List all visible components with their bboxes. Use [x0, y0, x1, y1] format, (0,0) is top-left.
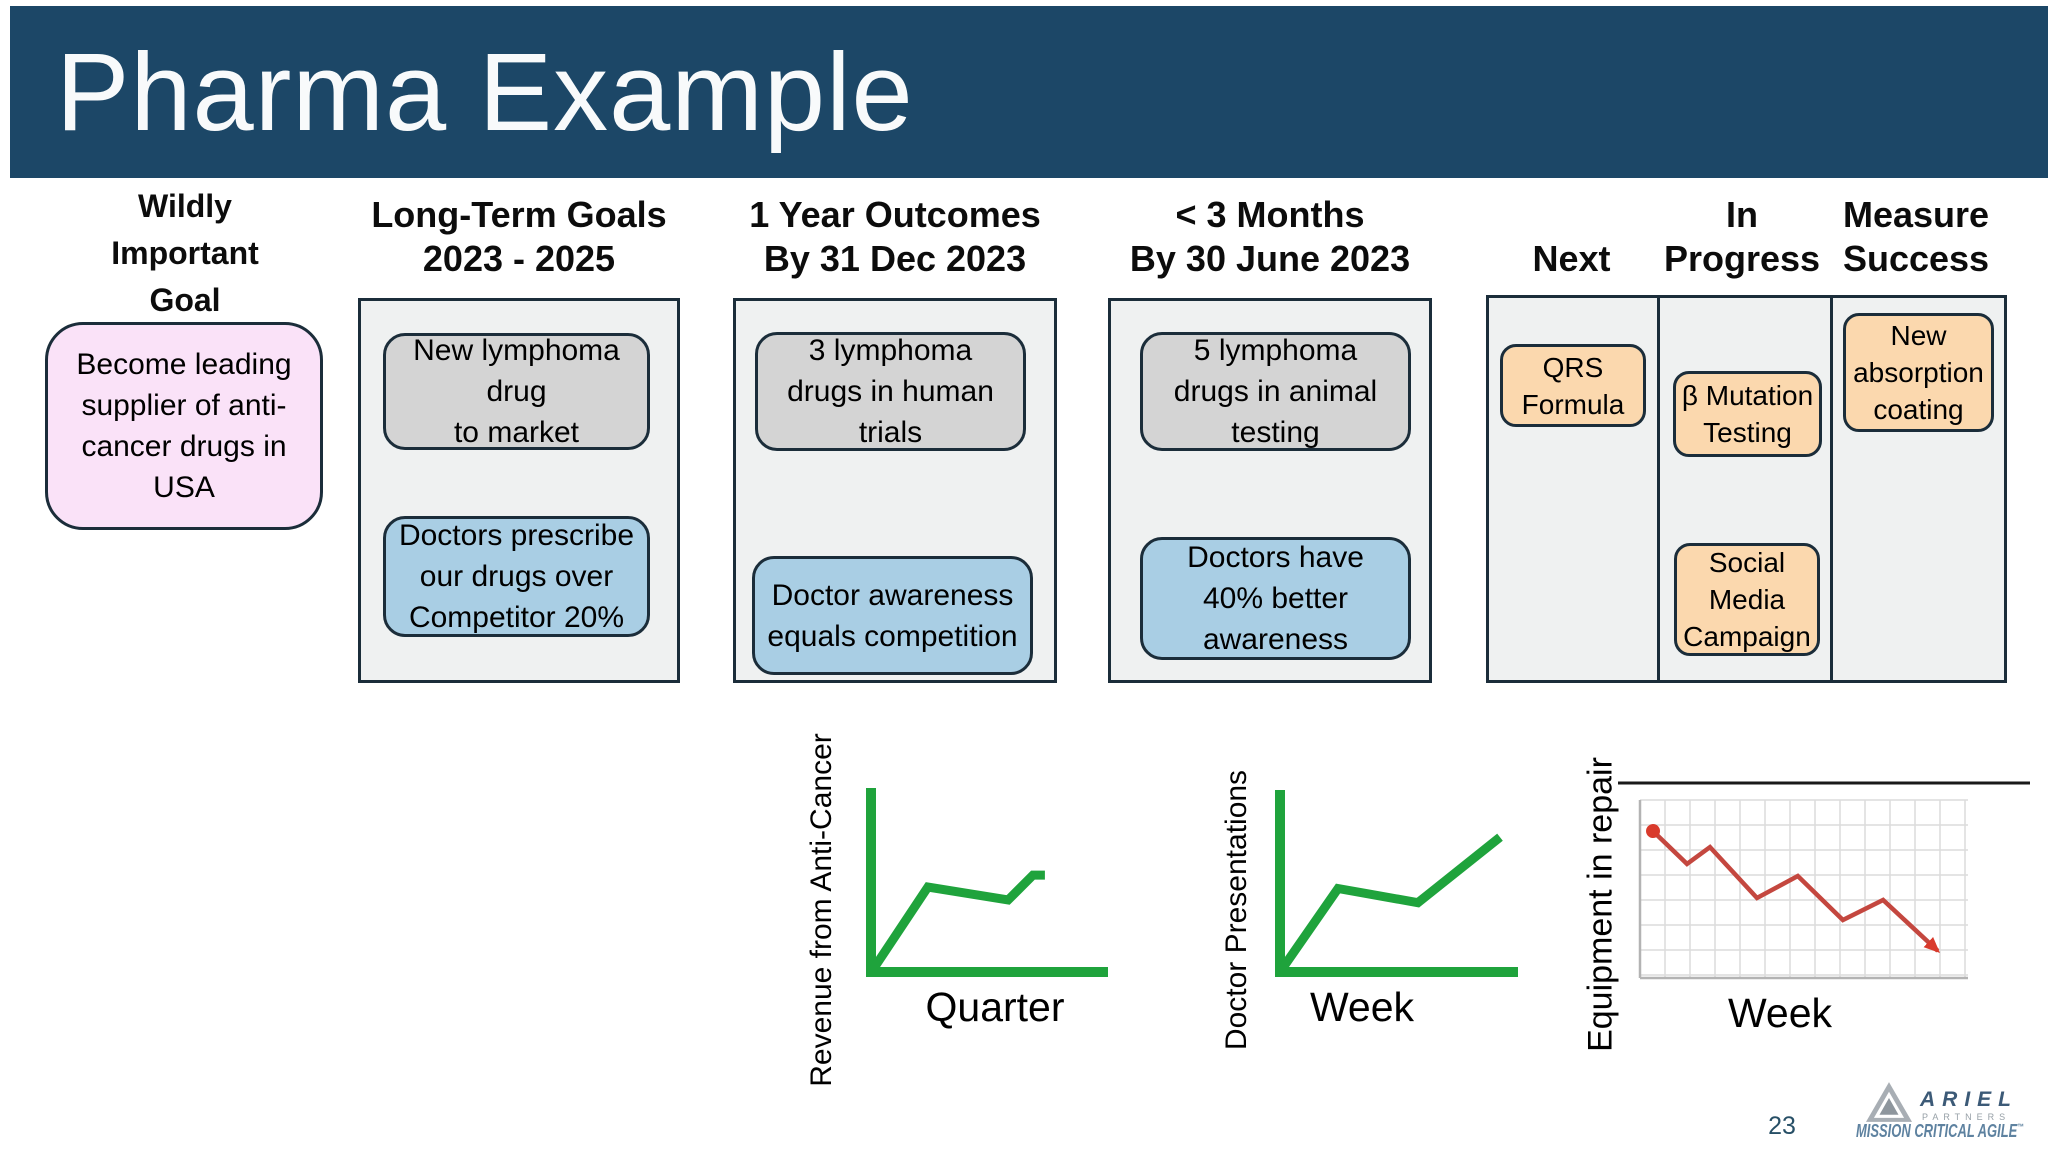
- in-progress-card-social-media: Social Media Campaign: [1674, 543, 1820, 656]
- page-number: 23: [1768, 1112, 1796, 1140]
- slide-header: Pharma Example: [10, 6, 2048, 178]
- in-progress-card-mutation-testing: β Mutation Testing: [1673, 371, 1822, 457]
- one-year-outcome-card-2: Doctor awareness equals competition: [752, 556, 1033, 675]
- logo-partners-text: PARTNERS: [1922, 1112, 2011, 1122]
- three-month-card-1: 5 lymphoma drugs in animal testing: [1140, 332, 1411, 451]
- data-line: [868, 870, 1045, 974]
- long-term-goal-card-2: Doctors prescribe our drugs over Competi…: [383, 516, 650, 637]
- column-heading-in-progress: In Progress: [1663, 194, 1821, 279]
- presentations-chart: [1275, 790, 1518, 977]
- logo-company-name: ARIEL: [1920, 1088, 2018, 1111]
- trademark-symbol: ™: [2017, 1122, 2024, 1132]
- three-month-card-2: Doctors have 40% better awareness: [1140, 537, 1411, 660]
- column-heading-1-year-outcomes: 1 Year Outcomes By 31 Dec 2023: [749, 194, 1041, 279]
- revenue-chart-y-label: Revenue from Anti-Cancer: [805, 733, 838, 1087]
- logo-triangle-icon: [1866, 1082, 1912, 1122]
- logo-tagline: MISSION CRITICAL AGILE™: [1856, 1121, 2024, 1141]
- grid-lines: [1639, 799, 1968, 978]
- data-line: [1651, 829, 1940, 953]
- column-heading-measure-success: Measure Success: [1842, 194, 1990, 279]
- data-line: [1276, 833, 1503, 975]
- revenue-chart-x-label: Quarter: [925, 984, 1065, 1030]
- slide-title: Pharma Example: [56, 30, 914, 154]
- presentations-chart-x-label: Week: [1309, 984, 1415, 1030]
- repairs-chart-x-label: Week: [1727, 990, 1833, 1036]
- repairs-chart-y-label: Equipment in repair: [1581, 757, 1620, 1052]
- column-heading-3-months: < 3 Months By 30 June 2023: [1129, 194, 1411, 279]
- one-year-outcome-card-1: 3 lymphoma drugs in human trials: [755, 332, 1026, 451]
- revenue-chart: [866, 788, 1108, 977]
- measure-success-card-coating: New absorption coating: [1843, 313, 1994, 432]
- long-term-goal-card-1: New lymphoma drug to market: [383, 333, 650, 450]
- start-dot: [1646, 824, 1661, 839]
- wildly-important-goal-card: Become leading supplier of anti- cancer …: [45, 322, 323, 530]
- column-heading-long-term-goals: Long-Term Goals 2023 - 2025: [371, 194, 667, 279]
- repairs-chart: [1618, 781, 2030, 980]
- column-heading-next: Next: [1532, 238, 1611, 279]
- ariel-partners-logo: ARIEL PARTNERS MISSION CRITICAL AGILE™: [1856, 1078, 2042, 1146]
- column-heading-wildly-important-goal: Wildly Important Goal: [111, 188, 259, 318]
- next-card-qrs-formula: QRS Formula: [1500, 344, 1646, 427]
- presentations-chart-y-label: Doctor Presentations: [1220, 769, 1253, 1051]
